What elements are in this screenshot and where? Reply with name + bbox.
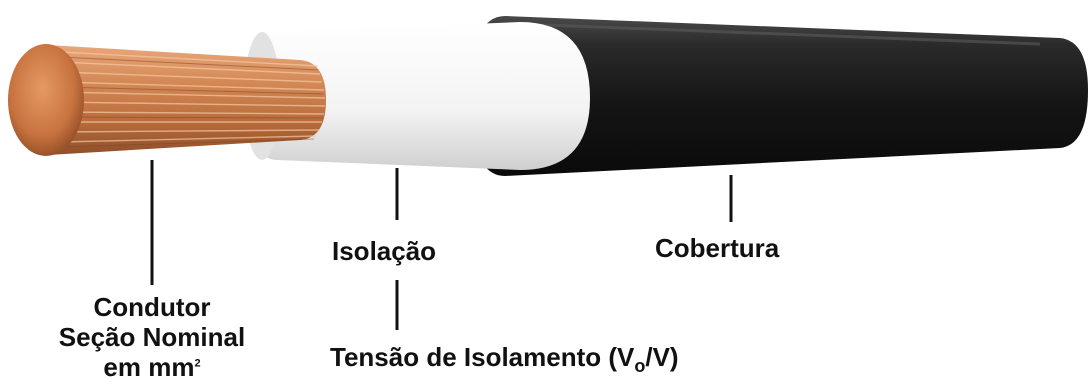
sheath-label: Cobertura [655, 233, 780, 263]
sheath-segment [470, 16, 1088, 176]
conductor-unit-superscript: 2 [194, 357, 201, 370]
conductor-strands [8, 44, 326, 156]
conductor-face [8, 44, 84, 156]
conductor-label-line2: Seção Nominal [58, 322, 246, 352]
insulation-label: Isolação [332, 236, 437, 266]
conductor-label-line3: em mm2 [103, 352, 201, 382]
conductor-label-line1: Condutor [93, 292, 211, 322]
voltage-label: Tensão de Isolamento (Vo/V) [330, 342, 679, 377]
voltage-subscript: o [634, 356, 646, 377]
conductor-label: Condutor Seção Nominal em mm2 [38, 292, 266, 382]
